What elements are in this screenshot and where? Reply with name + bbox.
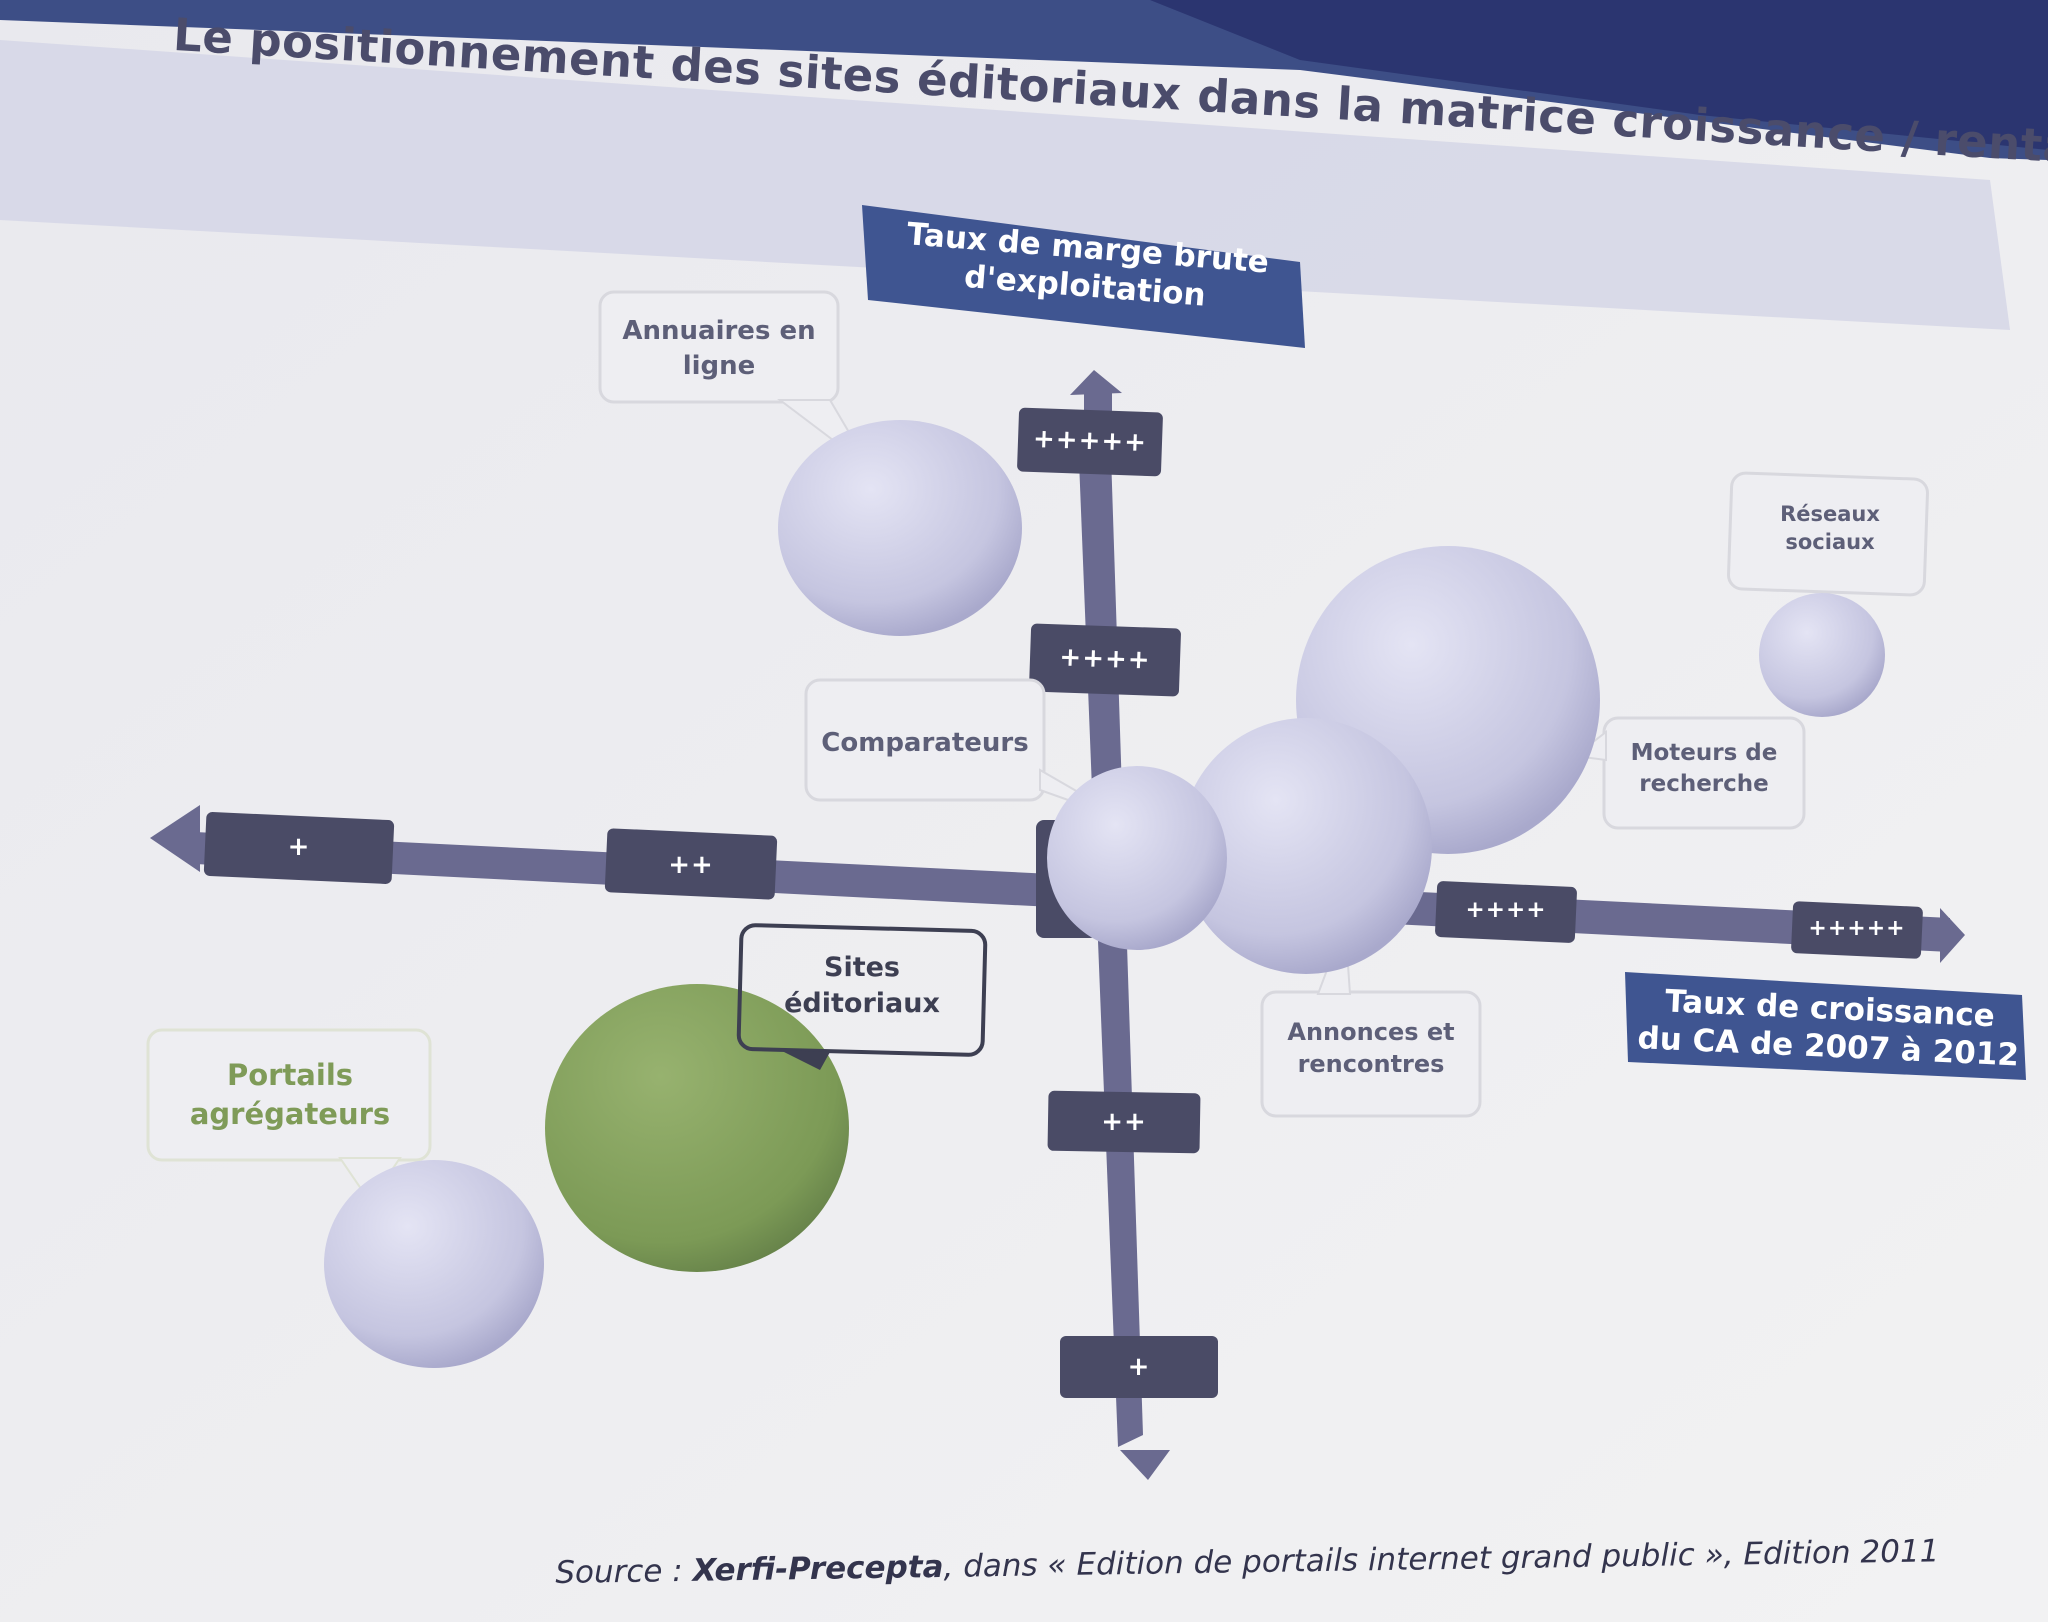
annonces-label-box	[1260, 990, 1482, 1118]
horizontal-axis-arrow-right	[1940, 908, 1965, 963]
label-reseaux: Réseaux sociaux	[1780, 502, 1880, 555]
x-tick-box-4	[1791, 901, 1923, 959]
y-tick-label-2: ++++	[1058, 642, 1152, 676]
y-tick-label-4: +	[1127, 1352, 1151, 1382]
sites-callout	[780, 1050, 830, 1070]
x-tick-label-2: ++	[668, 850, 714, 880]
source-prefix: Source :	[555, 1552, 693, 1591]
bubble-annonces	[1180, 718, 1432, 974]
label-portails: Portails agrégateurs	[189, 1058, 391, 1132]
y-tick-box-3	[1047, 1090, 1201, 1154]
horizontal-axis-arrow-left	[150, 805, 200, 872]
annuaires-label-box	[598, 290, 840, 404]
comparateurs-label-box	[804, 678, 1046, 802]
x-tick-label-1: +	[287, 832, 311, 862]
label-comparateurs: Comparateurs	[821, 728, 1029, 758]
bubble-reseaux	[1759, 593, 1885, 717]
bubble-annuaires	[778, 420, 1022, 636]
label-annuaires: Annuaires en ligne	[622, 316, 816, 382]
x-tick-label-4: +++++	[1808, 916, 1906, 941]
y-tick-box-1	[1017, 407, 1163, 477]
bubble-portails	[324, 1160, 544, 1368]
bubble-sites-editoriaux	[545, 984, 849, 1272]
label-annonces: Annonces et rencontres	[1287, 1018, 1455, 1079]
x-tick-box-3	[1435, 881, 1577, 943]
screen-edge-dark	[1150, 0, 2048, 150]
x-tick-box-2	[604, 828, 778, 900]
portails-label-box	[146, 1028, 432, 1162]
y-axis-title-box	[862, 205, 1305, 348]
bubble-comparateurs	[1047, 766, 1227, 950]
x-axis-title-box	[1625, 972, 2026, 1080]
x-tick-label-3: ++++	[1465, 897, 1547, 923]
source-author: Xerfi-Precepta	[692, 1548, 944, 1589]
sites-label-box	[736, 923, 988, 1057]
title-band	[0, 40, 2010, 330]
reseaux-label-box	[1727, 471, 1929, 597]
label-sites: Sites éditoriaux	[784, 952, 940, 1020]
vertical-axis-arrow-down	[1120, 1450, 1170, 1480]
vertical-axis-arrow-up	[1070, 370, 1122, 395]
x-tick-box-1	[203, 812, 395, 884]
y-tick-box-4	[1060, 1336, 1218, 1398]
y-tick-label-3: ++	[1101, 1107, 1147, 1137]
label-moteurs: Moteurs de recherche	[1630, 740, 1778, 798]
moteurs-label-box	[1602, 716, 1806, 830]
y-tick-label-1: +++++	[1032, 424, 1148, 458]
y-tick-box-2	[1029, 623, 1181, 697]
